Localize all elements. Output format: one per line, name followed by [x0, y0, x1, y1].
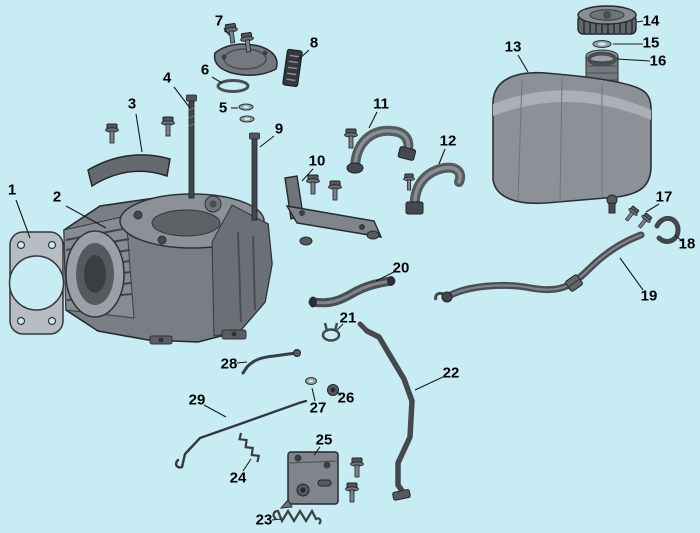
leader-line-16	[616, 58, 651, 62]
bracket-bolts	[345, 457, 364, 503]
guide-plate	[282, 48, 303, 88]
crankcase-hose	[308, 276, 396, 308]
part-number-14: 14	[643, 13, 660, 30]
fuel-hose	[434, 231, 645, 303]
spring-clamp	[321, 322, 341, 342]
head-stud-right	[249, 132, 260, 221]
leader-line-6	[211, 76, 223, 84]
breather-tube	[344, 125, 417, 174]
control-bracket	[284, 174, 383, 246]
part-number-27: 27	[310, 400, 327, 417]
part-number-3: 3	[128, 96, 136, 113]
leader-line-22	[414, 376, 444, 391]
part-number-19: 19	[641, 288, 658, 305]
bolt-icon	[328, 180, 342, 201]
flat-washer	[305, 377, 317, 385]
part-number-24: 24	[230, 470, 247, 487]
part-number-15: 15	[643, 35, 660, 52]
part-number-28: 28	[221, 356, 238, 373]
lock-nut	[327, 384, 339, 396]
neck-seal-ring	[587, 51, 617, 67]
fuel-tank	[492, 49, 652, 214]
leader-line-23	[271, 518, 282, 521]
valve-seals	[238, 103, 255, 123]
part-number-10: 10	[309, 153, 326, 170]
part-number-8: 8	[310, 35, 318, 52]
breather-cover	[213, 43, 278, 76]
bolt-icon	[622, 204, 641, 224]
part-number-18: 18	[679, 236, 696, 253]
part-number-6: 6	[201, 62, 209, 79]
bolt-icon	[345, 482, 359, 503]
control-rod	[357, 321, 415, 501]
leader-line-18	[674, 234, 683, 242]
part-number-7: 7	[215, 13, 223, 30]
mounting-bracket	[279, 451, 339, 509]
part-number-22: 22	[443, 365, 460, 382]
leader-line-25	[313, 446, 321, 456]
leader-line-7	[223, 27, 230, 36]
cylinder-block	[63, 193, 273, 345]
part-number-1: 1	[8, 182, 16, 199]
bolt-icon	[223, 22, 240, 45]
intake-elbow	[403, 162, 466, 215]
part-number-5: 5	[219, 100, 227, 117]
part-number-16: 16	[650, 53, 667, 70]
leader-line-20	[375, 271, 395, 282]
part-number-21: 21	[340, 310, 357, 327]
leader-line-19	[619, 257, 644, 291]
part-number-4: 4	[163, 70, 172, 87]
bolt-icon	[350, 457, 364, 478]
hose-clamp	[565, 274, 583, 292]
head-stud-left	[186, 94, 197, 199]
bolt-icon	[635, 211, 654, 231]
part-number-29: 29	[189, 392, 206, 409]
choke-link	[241, 349, 301, 375]
part-number-20: 20	[393, 260, 410, 277]
tank-screws	[622, 204, 654, 231]
fuel-cap	[577, 5, 637, 35]
part-number-23: 23	[256, 512, 273, 529]
leader-line-14	[636, 20, 644, 23]
cap-washer	[592, 40, 612, 48]
leader-line-27	[311, 387, 316, 402]
leader-line-9	[259, 135, 275, 148]
throttle-spring	[238, 432, 261, 463]
leader-line-21	[336, 323, 344, 331]
leader-line-26	[336, 391, 342, 396]
leader-line-12	[438, 148, 446, 165]
heat-shield-bracket	[87, 116, 175, 188]
leader-line-4	[173, 86, 191, 109]
part-number-9: 9	[275, 121, 283, 138]
leader-line-10	[301, 168, 314, 182]
cover-gasket-ring	[216, 79, 250, 93]
bolt-icon	[161, 116, 175, 137]
leader-line-8	[297, 49, 310, 61]
part-number-11: 11	[373, 96, 389, 113]
part-number-12: 12	[440, 133, 457, 150]
leader-line-13	[517, 54, 529, 73]
part-number-26: 26	[338, 390, 355, 407]
governor-rod	[174, 399, 308, 469]
retainer-clip	[654, 216, 681, 244]
bolt-icon	[105, 123, 119, 144]
leader-line-2	[65, 205, 107, 229]
cylinder-gasket	[8, 231, 65, 335]
bolt-icon	[306, 174, 320, 195]
part-number-2: 2	[53, 189, 61, 206]
leader-line-17	[645, 203, 660, 213]
part-number-25: 25	[316, 432, 333, 449]
leader-line-24	[242, 458, 252, 472]
leader-line-11	[368, 111, 378, 129]
leader-line-28	[236, 361, 248, 364]
leader-line-29	[203, 404, 227, 418]
part-number-17: 17	[656, 189, 673, 206]
part-number-13: 13	[505, 39, 522, 56]
governor-spring	[272, 508, 322, 525]
leader-line-3	[135, 113, 143, 153]
leader-line-1	[15, 199, 31, 239]
